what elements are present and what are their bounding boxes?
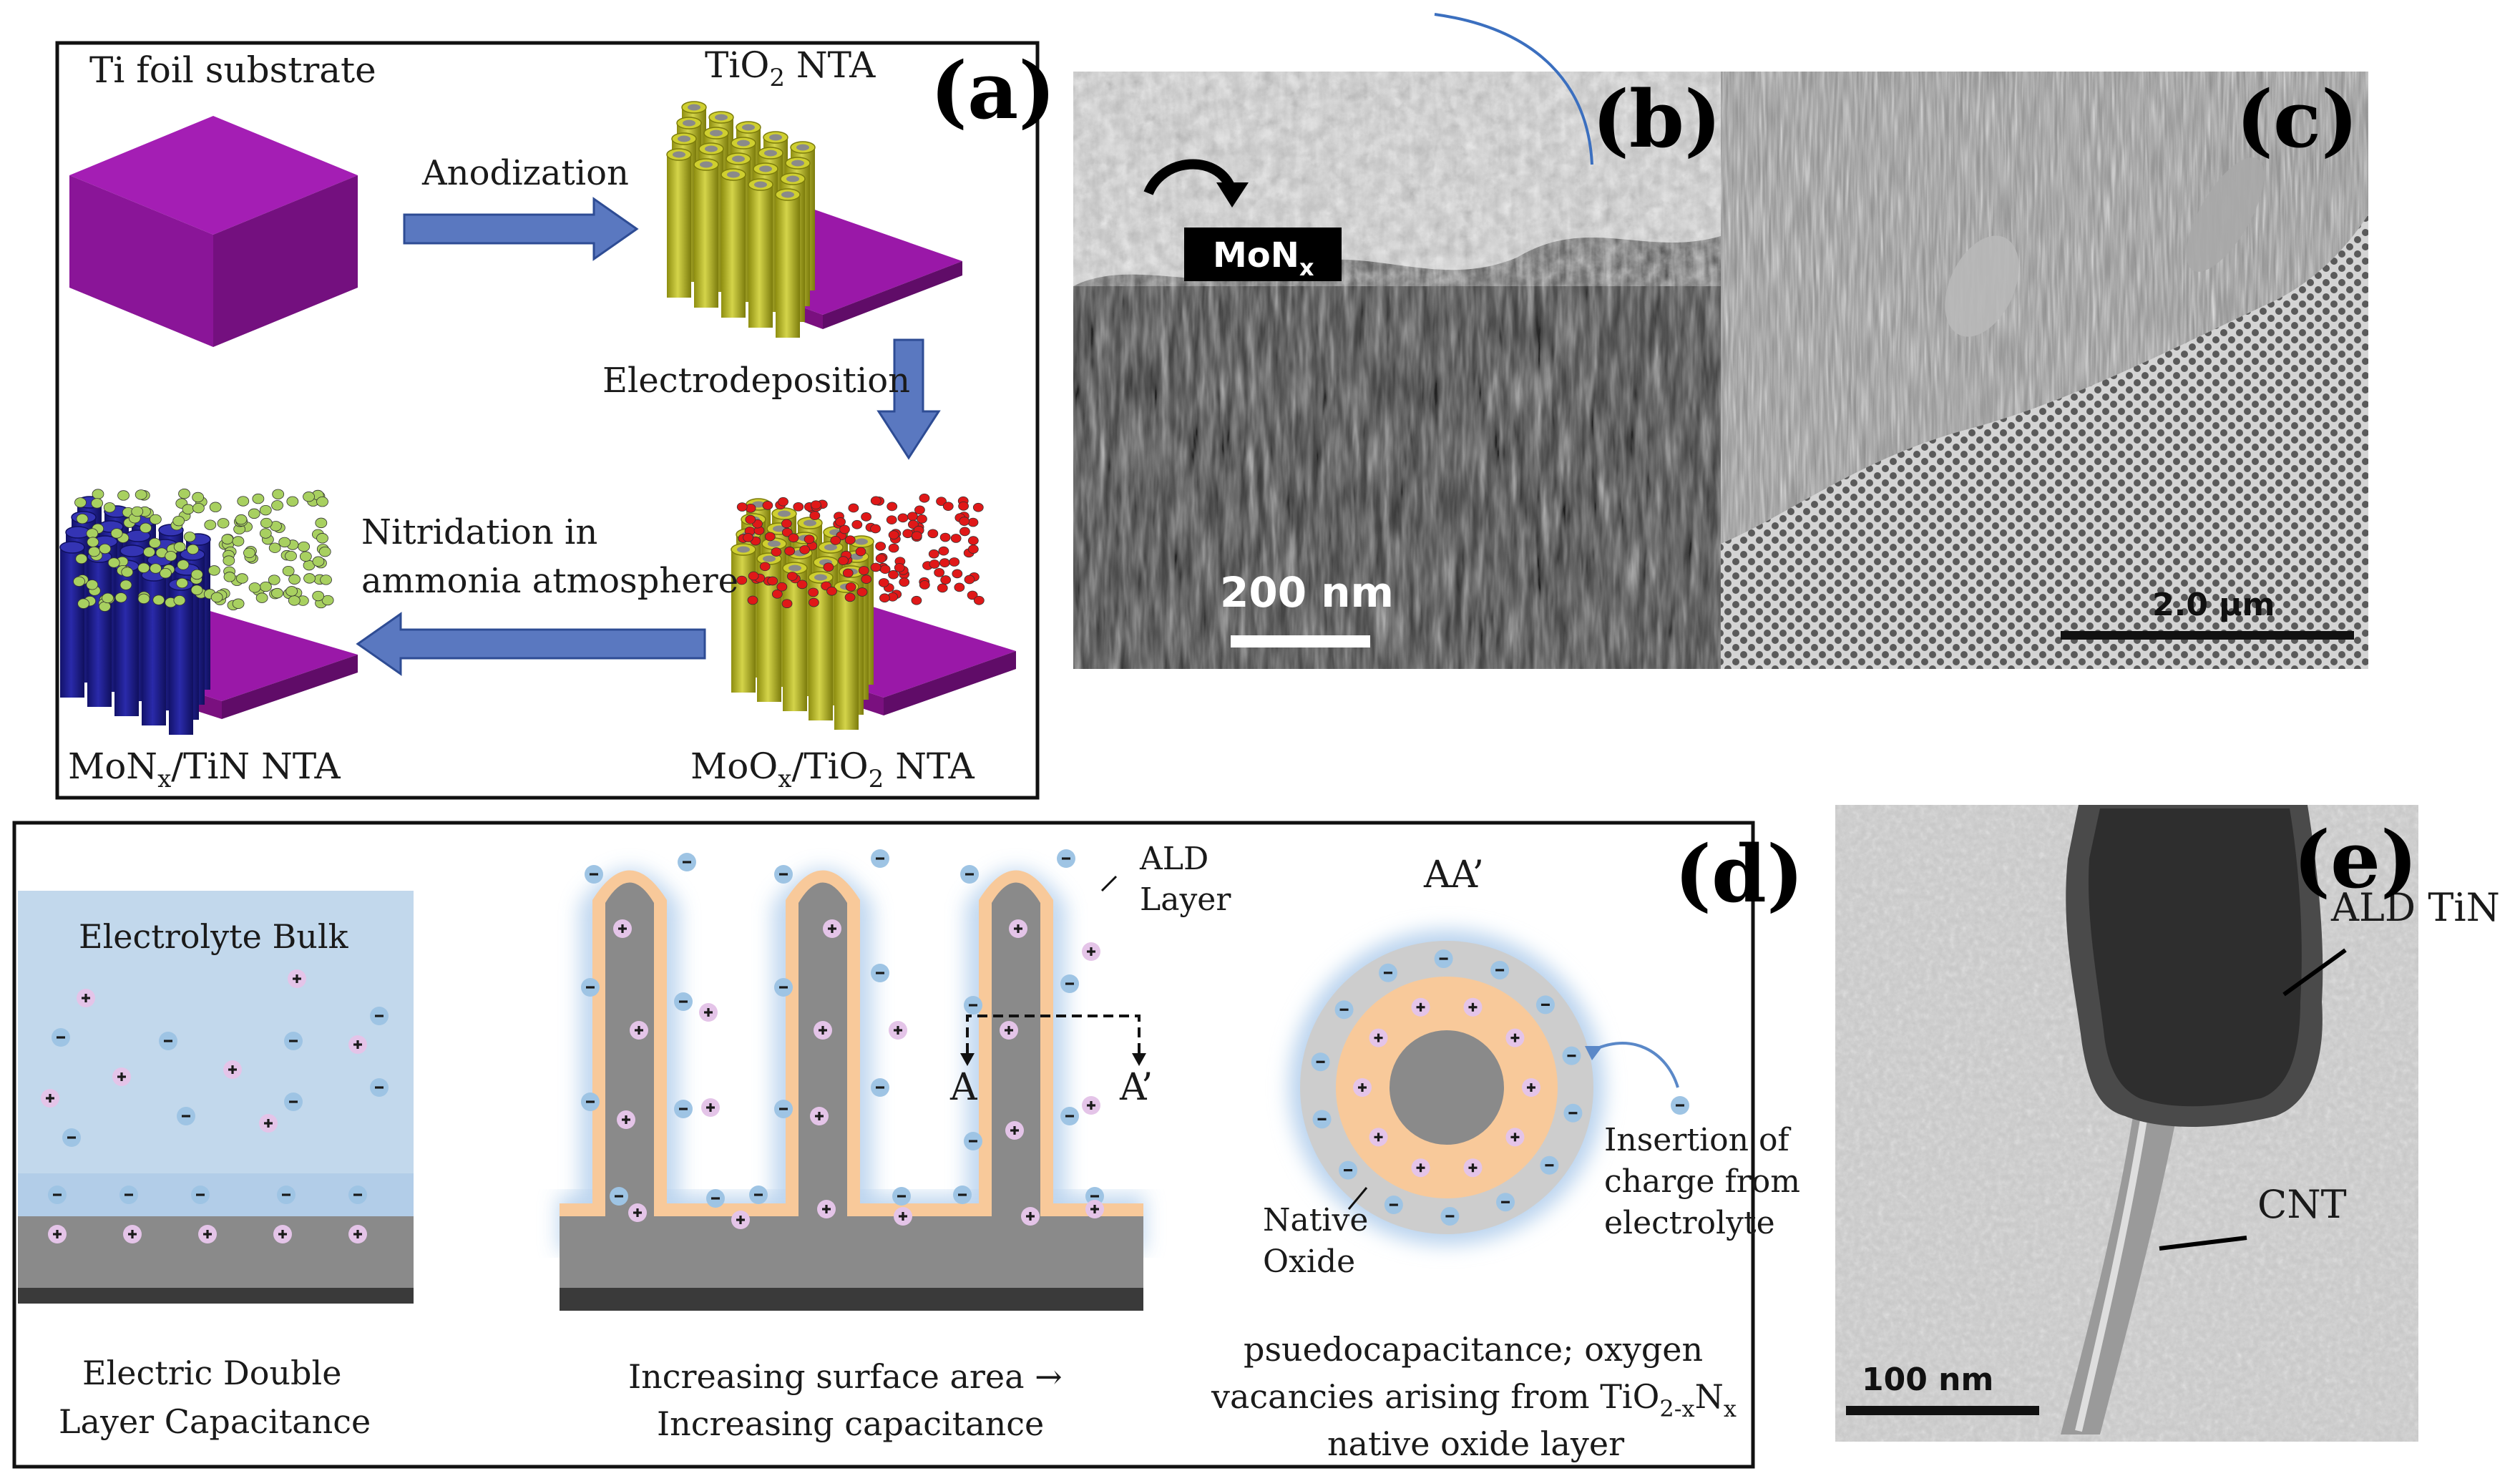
tio2-nta-label: TiO2 NTA [705, 44, 876, 92]
cnt-pointer [2159, 1236, 2247, 1251]
insertion-label-line2: charge from [1604, 1163, 1800, 1200]
svg-text:MoNx: MoNx [1213, 235, 1314, 281]
panel-d: (d) Electrolyte Bulk Electric Double Lay… [12, 821, 1804, 1469]
native-oxide-label-line2: Oxide [1263, 1243, 1355, 1280]
pseudo-label-line1: psuedocapacitance; oxygen [1244, 1330, 1703, 1369]
core-circle [1390, 1030, 1504, 1145]
anodization-label: Anodization [421, 153, 629, 193]
ald-label-line2: Layer [1140, 881, 1231, 918]
substrate-label: Ti foil substrate [89, 49, 376, 91]
nanostructure-core [560, 882, 1143, 1309]
panel-e-letter: (e) [2293, 813, 2418, 906]
nitridation-arrow [356, 612, 706, 676]
edl-label-line2: Layer Capacitance [59, 1402, 371, 1441]
nitridation-label-line2: ammonia atmosphere [361, 561, 738, 601]
pseudo-label-line2: vacancies arising from TiO2-xNx [1211, 1377, 1737, 1422]
panel-d-letter: (d) [1674, 828, 1804, 920]
insertion-arrow [1589, 1042, 1679, 1088]
cnt-shape [2061, 1098, 2179, 1434]
pseudo-label-line3: native oxide layer [1327, 1424, 1624, 1463]
monx-tag [1184, 228, 1342, 281]
edl-label-line1: Electric Double [82, 1354, 341, 1392]
surface-area-label-line2: Increasing capacitance [657, 1404, 1044, 1443]
nitridation-label-line1: Nitridation in [361, 512, 597, 552]
monx-tin-nta-label: MoNx/TiN NTA [68, 746, 341, 793]
electrodeposition-label: Electrodeposition [602, 361, 910, 401]
panel-c-letter: (c) [2236, 73, 2358, 165]
scale-bar-b [1231, 635, 1370, 647]
cnt-label: CNT [2257, 1182, 2347, 1227]
insertion-label-line1: Insertion of [1604, 1122, 1791, 1158]
moox-tio2-nta-label: MoOx/TiO2 NTA [690, 746, 975, 793]
panel-a-letter: (a) [930, 44, 1055, 137]
cross-section-line [966, 1015, 1141, 1053]
section-a-label: A [949, 1066, 978, 1109]
sem-c-pore-surface [1721, 215, 2368, 669]
panel-a: (a) Ti foil substrate TiO2 NTA Anodizati… [55, 41, 1055, 800]
insertion-label-line3: electrolyte [1604, 1205, 1775, 1241]
nanostructure-diagram [558, 849, 1146, 1311]
ti-foil-block [69, 116, 358, 347]
electrodeposition-arrow [876, 338, 941, 460]
electrolyte-bulk-label: Electrolyte Bulk [79, 917, 349, 956]
panel-b-letter: (b) [1592, 73, 1721, 165]
native-oxide-label-line1: Native [1263, 1202, 1368, 1238]
cross-section-diagram [1289, 930, 1689, 1245]
electrode-substrate [18, 1216, 414, 1288]
scale-bar-b-label: 200 nm [1220, 568, 1394, 617]
scale-bar-c-label: 2.0 μm [2152, 587, 2275, 623]
aa-prime-label: AA’ [1423, 854, 1484, 896]
scale-bar-e [1846, 1406, 2039, 1415]
monxtin-nta-array [59, 488, 358, 735]
panel-c: 2.0 μm (c) [1721, 72, 2368, 669]
ald-tin-label: ALD TiN [2330, 885, 2500, 930]
ald-label-line1: ALD [1139, 841, 1208, 877]
surface-area-label-line1: Increasing surface area → [628, 1357, 1063, 1396]
electrolyte-bulk-region [18, 891, 414, 1220]
curved-arrow-icon [1143, 159, 1236, 196]
ald-tin-pointer [2282, 948, 2347, 997]
scale-bar-c [2061, 631, 2354, 640]
section-a-prime-label: A’ [1119, 1066, 1153, 1109]
scale-bar-e-label: 100 nm [1862, 1362, 1993, 1398]
panel-e: ALD TiN CNT 100 nm (e) [1835, 805, 2500, 1442]
edl-diagram: Electrolyte Bulk [18, 891, 414, 1304]
panel-b: MoNx 200 nm (b) [1073, 13, 1721, 669]
mooxtio2-nta-array [731, 493, 1016, 730]
tio2-nta-array [666, 101, 962, 338]
annotation-curve [1434, 13, 1593, 165]
anodization-arrow [403, 197, 639, 261]
